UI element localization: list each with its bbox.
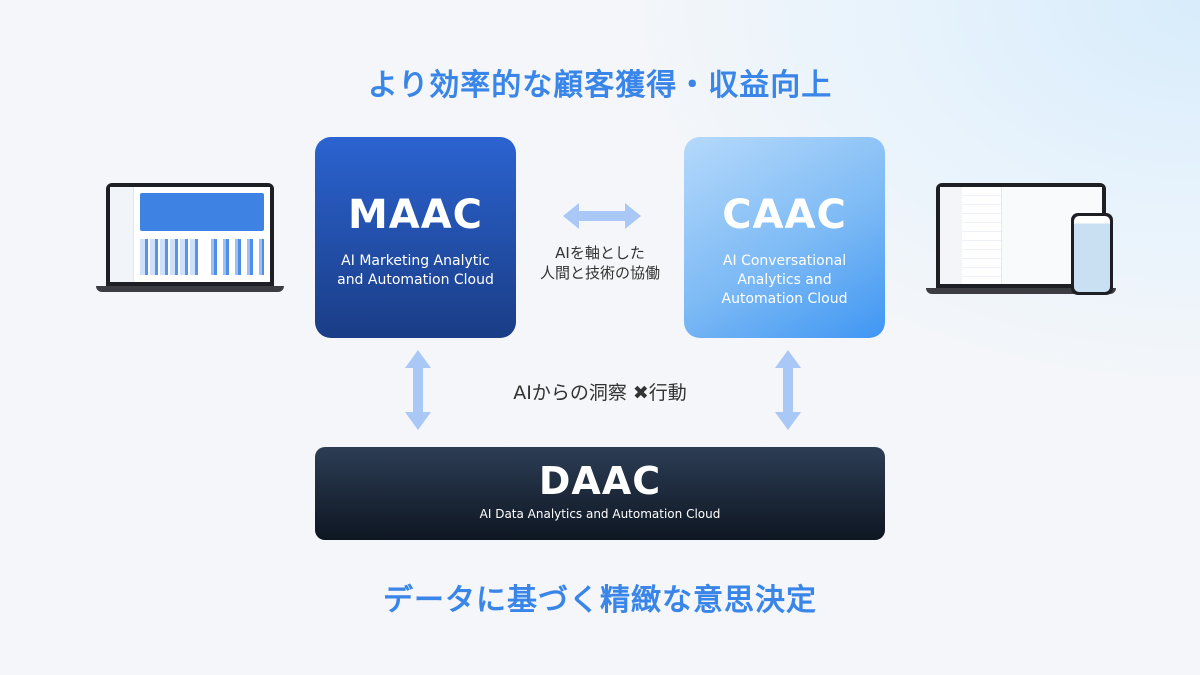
maac-laptop-image (96, 183, 284, 292)
caac-subtitle: Automation Cloud (721, 291, 848, 307)
caac-card: CAAC AI Conversational Analytics and Aut… (684, 137, 885, 338)
collaboration-label: AIを軸とした 人間と技術の協働 (520, 243, 680, 283)
maac-subtitle: and Automation Cloud (337, 272, 494, 288)
insight-action-label: AIからの洞察 ✖行動 (513, 382, 687, 404)
maac-subtitle: AI Marketing Analytic (341, 253, 490, 269)
caac-phone-image (1071, 213, 1113, 295)
maac-title: MAAC (347, 192, 484, 238)
collaboration-label-line2: 人間と技術の協働 (539, 264, 660, 282)
maac-card: MAAC AI Marketing Analytic and Automatio… (315, 137, 516, 338)
headline-top: より効率的な顧客獲得・収益向上 (367, 68, 833, 103)
horizontal-double-arrow-icon (563, 203, 641, 229)
caac-title: CAAC (722, 192, 847, 238)
collaboration-label-line1: AIを軸とした (555, 244, 645, 262)
daac-title: DAAC (538, 459, 662, 503)
headline-bottom: データに基づく精緻な意思決定 (383, 583, 817, 618)
caac-subtitle: Analytics and (737, 272, 832, 288)
vertical-double-arrow-icon (775, 350, 801, 430)
daac-subtitle: AI Data Analytics and Automation Cloud (479, 507, 721, 521)
daac-card: DAAC AI Data Analytics and Automation Cl… (315, 447, 885, 540)
vertical-double-arrow-icon (405, 350, 431, 430)
caac-subtitle: AI Conversational (722, 253, 847, 269)
